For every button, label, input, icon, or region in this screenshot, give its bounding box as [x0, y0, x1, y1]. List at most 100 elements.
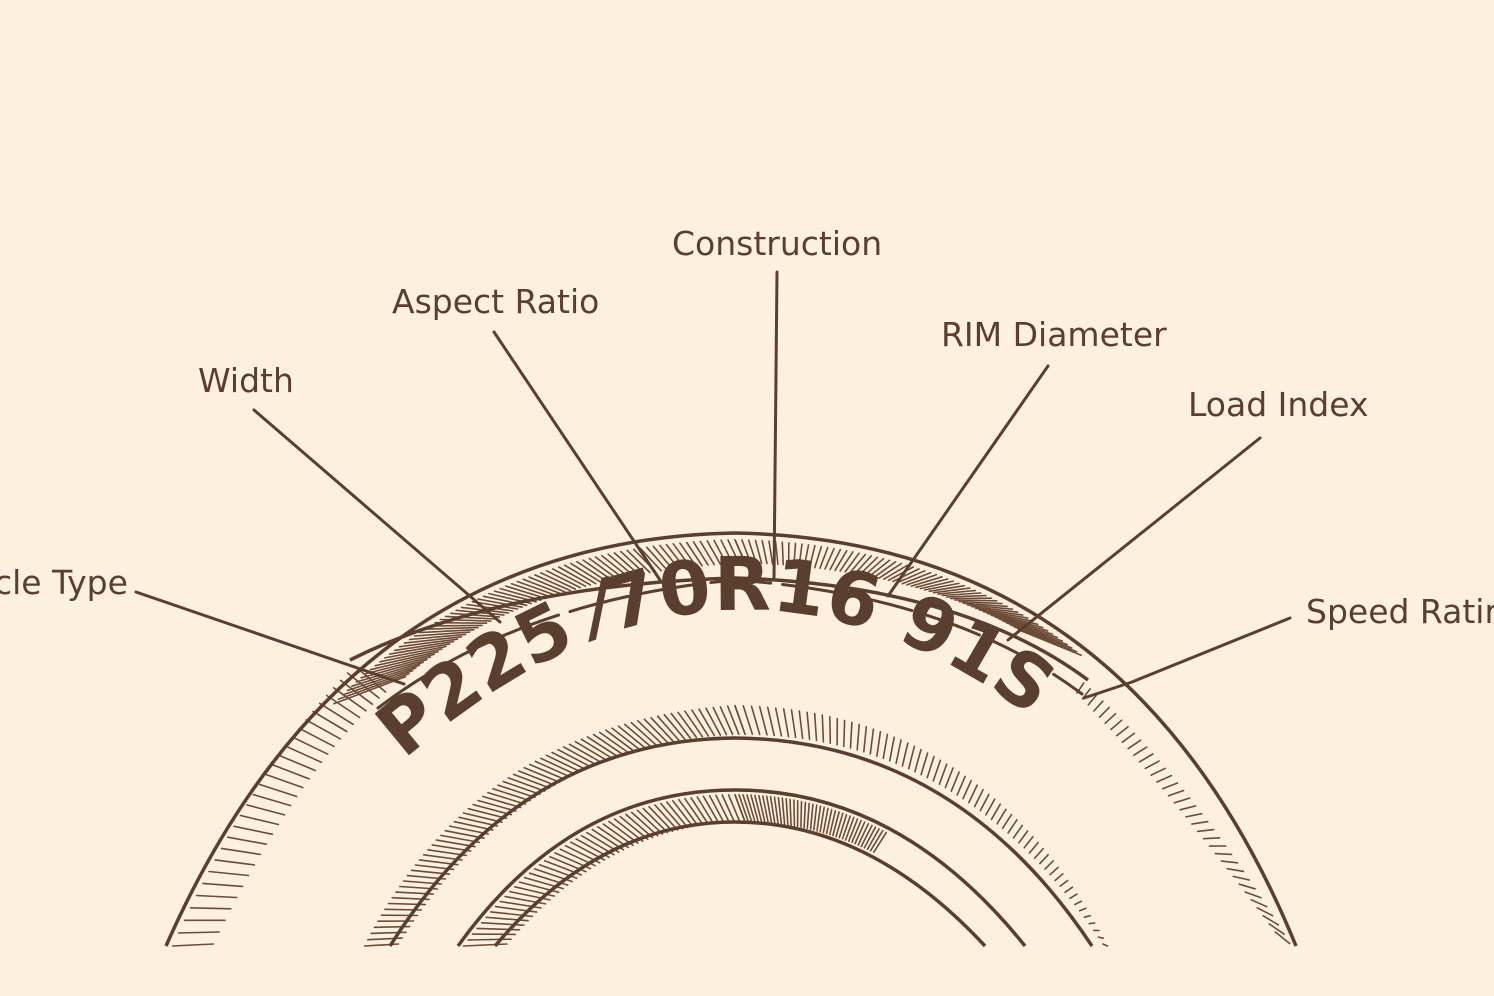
- hatch-stroke: [844, 552, 860, 573]
- hatch-stroke: [956, 775, 967, 796]
- hatch-stroke: [1005, 622, 1064, 642]
- hatch-stroke: [706, 540, 722, 565]
- hatch-stroke: [1238, 883, 1256, 890]
- hatch-stroke: [1244, 891, 1262, 899]
- hatch-stroke: [876, 730, 882, 757]
- hatch-stroke: [822, 807, 829, 834]
- hatch-stroke: [665, 801, 689, 829]
- hatch-stroke: [480, 921, 525, 927]
- hatch-stroke: [557, 748, 592, 768]
- hatch-stroke: [1156, 774, 1173, 783]
- hatch-stroke: [1007, 819, 1018, 834]
- hatch-stroke: [654, 804, 679, 831]
- hatch-stroke: [869, 728, 875, 755]
- hatch-stroke: [278, 754, 317, 772]
- hatch-stroke: [1093, 700, 1104, 712]
- hatch-stroke: [781, 541, 785, 566]
- hatch-stroke: [413, 631, 471, 637]
- hatch-stroke: [828, 715, 832, 745]
- label-vehicle-type: cle Type: [0, 563, 128, 602]
- hatch-stroke: [227, 836, 268, 846]
- hatch-stroke: [978, 609, 1029, 619]
- hatch-stroke: [726, 705, 740, 736]
- hatch-stroke: [448, 825, 490, 835]
- hatch-stroke: [849, 721, 853, 749]
- hatch-stroke: [907, 745, 916, 770]
- hatch-stroke: [363, 943, 400, 947]
- hatch-stroke: [769, 795, 776, 824]
- hatch-stroke: [910, 575, 943, 587]
- hatch-stroke: [828, 809, 837, 836]
- hatch-stroke: [562, 746, 597, 766]
- hatch-stroke: [746, 794, 756, 823]
- hatch-stroke: [652, 545, 674, 570]
- hatch-stroke: [696, 796, 715, 825]
- hatch-stroke: [1133, 746, 1148, 757]
- hatch-stroke: [774, 707, 783, 737]
- hatch-stroke: [534, 760, 571, 778]
- hatch-stroke: [994, 616, 1049, 632]
- hatch-stroke: [1088, 922, 1096, 925]
- hatch-stroke: [685, 541, 703, 567]
- hatch-stroke: [663, 713, 686, 740]
- hatch-stroke: [379, 648, 443, 663]
- hatch-stroke: [821, 714, 825, 743]
- hatch-stroke: [1185, 812, 1203, 818]
- hatch-stroke: [954, 599, 998, 602]
- hatch-stroke: [844, 816, 855, 841]
- hatch-stroke: [467, 938, 512, 941]
- label-speed-rating: Speed Ratir: [1306, 592, 1494, 631]
- hatch-stroke: [630, 811, 659, 837]
- hatch-stroke: [872, 831, 888, 854]
- hatch-stroke: [882, 564, 909, 581]
- hatch-stroke: [734, 793, 746, 823]
- hatch-stroke: [522, 578, 562, 595]
- hatch-stroke: [727, 539, 740, 564]
- hatch-stroke: [803, 544, 810, 568]
- hatch-stroke: [351, 664, 421, 688]
- rim-flange-inner: [493, 820, 987, 948]
- hatch-stroke: [518, 770, 556, 786]
- hatch-stroke: [1020, 630, 1082, 657]
- hatch-stroke: [1127, 739, 1142, 750]
- hatch-stroke: [896, 569, 926, 584]
- hatch-stroke: [642, 807, 669, 834]
- hatch-stroke: [782, 708, 790, 738]
- hatch-stroke: [932, 759, 942, 782]
- hatch-stroke: [1049, 866, 1059, 876]
- hatch-stroke: [774, 540, 779, 566]
- hatch-stroke: [990, 803, 1002, 821]
- hatch-stroke: [551, 751, 587, 770]
- leader-load-index: [1006, 436, 1262, 642]
- hatch-stroke: [920, 752, 929, 776]
- hatch-stroke: [408, 633, 467, 641]
- hatch-stroke: [360, 658, 428, 679]
- hatch-stroke: [458, 816, 499, 827]
- hatch-stroke: [973, 788, 984, 808]
- hatch-stroke: [970, 605, 1019, 613]
- hatch-stroke: [1074, 900, 1083, 906]
- label-aspect-ratio: Aspect Ratio: [392, 282, 599, 321]
- hatch-stroke: [423, 626, 479, 631]
- hatch-stroke: [592, 733, 624, 756]
- hatch-stroke: [453, 820, 494, 831]
- hatch-stroke: [1069, 893, 1078, 900]
- hatch-stroke: [809, 803, 814, 831]
- hatch-stroke: [258, 783, 298, 798]
- hatch-stroke: [271, 764, 310, 780]
- hatch-stroke: [523, 766, 561, 784]
- hatch-stroke: [325, 694, 361, 719]
- hatch-stroke: [1262, 914, 1280, 926]
- hatch-stroke: [684, 797, 704, 826]
- hatch-stroke: [990, 614, 1044, 629]
- hatch-stroke: [841, 815, 852, 840]
- hatch-stroke: [868, 559, 891, 578]
- hatch-stroke: [650, 716, 674, 742]
- hatch-stroke: [857, 822, 870, 846]
- hatch-stroke: [847, 818, 859, 843]
- hatch-stroke: [895, 739, 902, 765]
- hatch-stroke: [656, 715, 680, 741]
- hatch-stroke: [239, 814, 280, 826]
- hatch-stroke: [941, 592, 982, 597]
